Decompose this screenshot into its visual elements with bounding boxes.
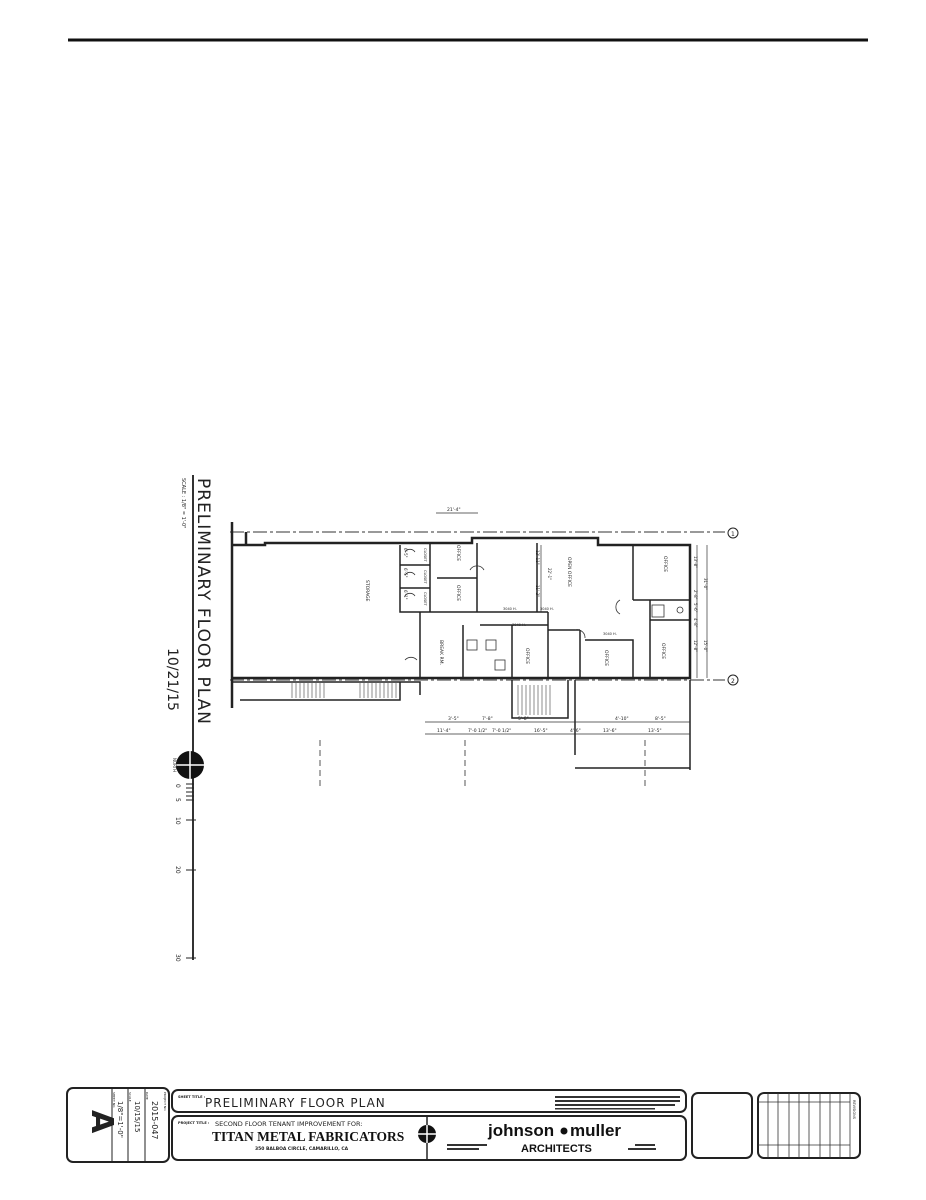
sheet-info-box: [66, 1087, 170, 1163]
interior-walls: [399, 543, 690, 678]
project-subtitle: SECOND FLOOR TENANT IMPROVEMENT FOR:: [215, 1120, 363, 1128]
dim-bottom-2-4: 16'-5": [534, 728, 548, 734]
room-office-4: OFFICE: [660, 643, 666, 659]
scale-tick-30: 30: [174, 954, 181, 962]
revisions-grid: [758, 1093, 851, 1158]
scale-value: 1/8"=1'-0": [116, 1101, 124, 1138]
architect-name-dot: [560, 1127, 568, 1135]
project-name: TITAN METAL FABRICATORS: [212, 1129, 404, 1144]
date-value: 10/15/15: [133, 1101, 141, 1132]
sheet-title-box: [171, 1089, 687, 1113]
dim-bottom-2-2: 7'-0 1/2": [468, 728, 487, 734]
stair-treads: [291, 683, 551, 715]
exterior-walls: [230, 522, 692, 708]
room-break: BREAK RM.: [438, 640, 444, 665]
floor-plan: 1 2 STORAGE CLOSET CLOSET CLOSET OFFICE …: [230, 507, 739, 790]
dim-bottom-2-5: 4'-6": [570, 728, 581, 734]
room-closet-1: CLOSET: [423, 548, 427, 562]
door-swings: [404, 548, 621, 661]
stamp-box: [691, 1092, 753, 1159]
dim-bottom-2-6: 13'-6": [603, 728, 617, 734]
graphic-scale: 0 5 10 20 30: [174, 783, 196, 962]
room-office-3: OFFICE: [662, 556, 668, 572]
dim-right-outer-1: 31'-0": [703, 578, 708, 590]
scale-tick-10: 10: [174, 817, 181, 825]
drawing-title-group: PRELIMINARY FLOOR PLAN SCALE : 1/8" = 1'…: [164, 475, 213, 962]
dim-bottom-2-7: 13'-5": [648, 728, 662, 734]
dim-bottom-2-3: 7'-0 1/2": [492, 728, 511, 734]
dim-open-office-3: 22'-1": [547, 568, 552, 580]
room-office-5: OFFICE: [603, 650, 609, 666]
scale-tick-5: 5: [174, 798, 181, 802]
dim-closet-1: 6'-5": [403, 548, 408, 558]
project-title-label: PROJECT TITLE :: [178, 1121, 210, 1125]
project-address: 350 BALBOA CIRCLE, CAMARILLO, CA: [255, 1146, 349, 1152]
window-tag-2: 3040 H.: [540, 607, 554, 611]
grid-bubble-1: [727, 527, 739, 539]
grid-bubble-2-label: 2: [731, 678, 735, 685]
sheet-letter: A: [84, 1110, 119, 1134]
stair-right: [511, 680, 691, 770]
project-no-label: PROJECT NO.: [163, 1092, 167, 1111]
window-tag-1: 3040 H.: [503, 607, 517, 611]
dim-right-2: 2'-8": [693, 590, 698, 600]
scale-tick-20: 20: [174, 866, 181, 874]
drawing-title: PRELIMINARY FLOOR PLAN: [193, 478, 213, 725]
revisions-label: REVISIONS: [852, 1100, 856, 1120]
dim-bottom-1-2: 7'-8": [482, 716, 493, 722]
room-open-office: OPEN OFFICE: [566, 557, 572, 587]
dim-right-4: 4'-8": [693, 618, 698, 628]
room-office-1: OFFICE: [455, 545, 461, 561]
architect-address-lines: [447, 1144, 656, 1150]
dim-bottom-2-1: 11'-4": [437, 728, 451, 734]
copyright-notice-lines: [555, 1096, 680, 1110]
room-office-2: OFFICE: [455, 585, 461, 601]
window-tag-3: 3040 H.: [512, 623, 526, 627]
sheet-title-label: SHEET TITLE :: [178, 1095, 206, 1099]
scale-label: SCALE: [128, 1092, 132, 1102]
dim-top: 21'-4": [447, 507, 461, 513]
drawing-date: 10/21/15: [164, 648, 180, 711]
dim-bottom-1-5: 8'-5": [655, 716, 666, 722]
drawing-scale-label: SCALE : 1/8" = 1'-0": [180, 478, 186, 528]
architect-name: johnson: [487, 1121, 554, 1140]
dim-bottom-1-1: 3'-5": [448, 716, 459, 722]
project-box: [171, 1115, 687, 1161]
dim-right-3: 5'-6": [693, 603, 698, 613]
plumbing-fixtures: [466, 604, 684, 671]
title-block: A SHEET NO. SCALE 1/8"=1'-0" DATE 10/15/…: [66, 1087, 861, 1163]
dim-closet-3: 6'-1": [403, 590, 408, 600]
dim-open-office-2: 11'-2": [535, 585, 540, 597]
dim-bottom-1-3: 5'-8": [518, 716, 529, 722]
room-closet-2: CLOSET: [423, 570, 427, 584]
dim-right-5: 12'-8": [693, 640, 698, 652]
grid-bubble-2: [727, 674, 739, 686]
dim-closet-2: 6'-5": [403, 568, 408, 578]
dim-right-1: 13'-8": [693, 556, 698, 568]
project-no-value: 2015-047: [150, 1101, 159, 1140]
architect-name-2: muller: [570, 1121, 621, 1140]
window-tag-4: 3040 H.: [603, 632, 617, 636]
dim-bottom-1-4: 4'-10": [615, 716, 629, 722]
stair-left: [232, 681, 421, 701]
room-storage: STORAGE: [364, 580, 370, 602]
dim-right-outer-2: 15'-0": [703, 640, 708, 652]
room-office-6: OFFICE: [524, 648, 530, 664]
north-label: NORTH: [172, 758, 177, 772]
sheet-no-label: SHEET NO.: [112, 1092, 116, 1108]
grid-bubble-1-label: 1: [731, 531, 735, 538]
architect-sub: ARCHITECTS: [521, 1143, 592, 1155]
date-label: DATE: [145, 1092, 149, 1100]
scale-tick-0: 0: [174, 784, 181, 788]
sheet-title: PRELIMINARY FLOOR PLAN: [205, 1096, 386, 1110]
room-closet-3: CLOSET: [423, 592, 427, 606]
dim-open-office-1: 12'-11": [535, 550, 540, 565]
